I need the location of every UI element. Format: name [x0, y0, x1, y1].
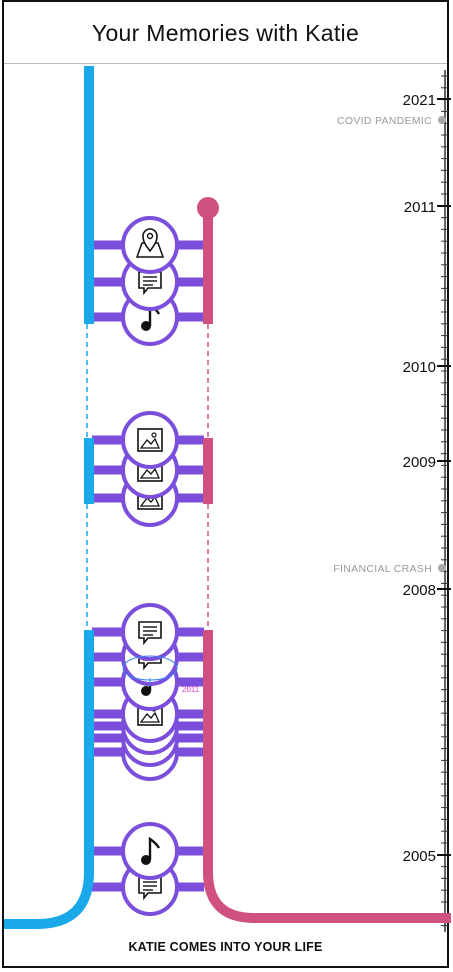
- page-title: Your Memories with Katie: [91, 20, 360, 46]
- year-label-2009: 2009: [403, 454, 436, 471]
- title-divider: [4, 63, 447, 64]
- memory-node-image[interactable]: [121, 411, 179, 469]
- year-label-2005: 2005: [403, 848, 436, 865]
- event-dot[interactable]: [438, 564, 446, 572]
- year-label-2010: 2010: [403, 359, 436, 376]
- axis-year-2009: 2009: [403, 454, 451, 471]
- axis-minor-ticks: [441, 75, 448, 927]
- memory-node-map[interactable]: [121, 216, 179, 274]
- svg-text:2011: 2011: [182, 685, 200, 694]
- katie-timeline: [203, 208, 451, 923]
- event-dot[interactable]: [438, 116, 446, 124]
- time-axis: 2021 2011 2010 2009 2008 2005: [333, 70, 451, 932]
- memory-node-chat[interactable]: [121, 603, 179, 661]
- axis-year-2005: 2005: [403, 848, 451, 865]
- axis-year-2008: 2008: [403, 582, 451, 599]
- axis-year-2010: 2010: [403, 359, 451, 376]
- event-covid-pandemic[interactable]: COVID PANDEMIC: [337, 115, 446, 127]
- timeline-caption: KATIE COMES INTO YOUR LIFE: [128, 940, 323, 954]
- year-label-2011: 2011: [404, 199, 436, 216]
- memory-node-music[interactable]: [121, 822, 179, 880]
- year-label-2008: 2008: [403, 582, 436, 599]
- year-label-2021: 2021: [403, 92, 436, 109]
- event-financial-crash[interactable]: FINANCIAL CRASH: [333, 563, 446, 575]
- memory-timeline: 2021 2011 2010 2009 2008 2005: [4, 66, 451, 932]
- you-timeline: [4, 66, 94, 929]
- katie-line-start-dot: [197, 197, 219, 219]
- selection-artifact: 2011: [122, 655, 200, 694]
- event-label-financial-crash: FINANCIAL CRASH: [333, 563, 432, 575]
- axis-year-2021: 2021: [403, 92, 451, 109]
- axis-year-2011: 2011: [404, 199, 451, 216]
- memory-nodes: [121, 216, 179, 916]
- event-label-covid: COVID PANDEMIC: [337, 115, 432, 127]
